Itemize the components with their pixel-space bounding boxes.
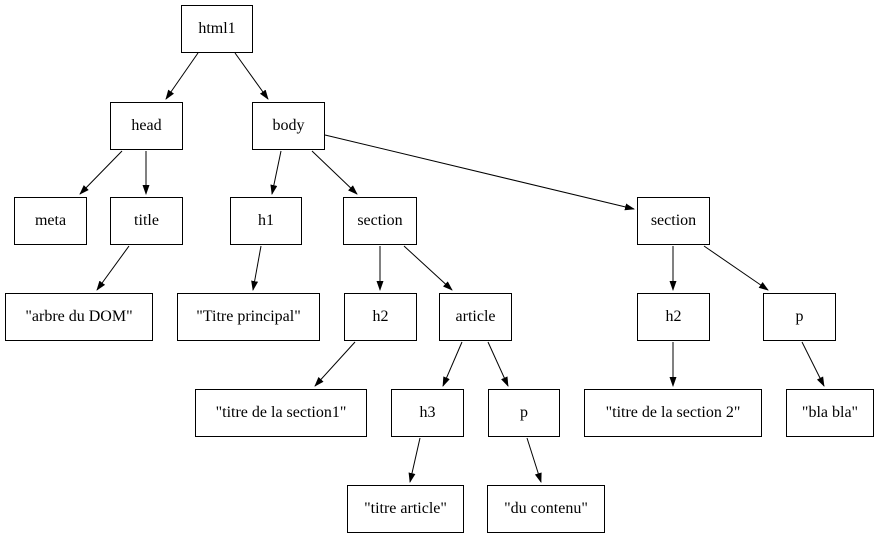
node-titre-article: "titre article": [347, 485, 464, 533]
node-meta: meta: [14, 197, 87, 245]
node-section-left-label: section: [357, 212, 403, 229]
edge-p-du-contenu: [526, 437, 542, 483]
node-h3-label: h3: [419, 404, 436, 421]
node-arbre-du-dom: "arbre du DOM": [5, 293, 153, 341]
edge-title-arbre-du-dom: [96, 245, 130, 291]
node-arbre-du-dom-label: "arbre du DOM": [25, 308, 133, 325]
edge-section-left-article: [403, 245, 453, 291]
edge-h3-titre-article: [408, 437, 421, 483]
node-head-label: head: [131, 117, 162, 134]
node-article: article: [439, 293, 512, 341]
edge-html1-body: [234, 52, 269, 100]
node-head: head: [110, 102, 183, 150]
node-title: title: [110, 197, 183, 245]
node-section-right-label: section: [650, 212, 697, 229]
node-section-left: section: [343, 197, 417, 245]
node-titre-section2: "titre de la section 2": [584, 389, 762, 437]
node-p-left-label: p: [520, 404, 528, 421]
edge-h2-titre-section1: [314, 341, 356, 387]
node-h2-right: h2: [637, 293, 710, 341]
node-h2-left-label: h2: [372, 308, 389, 325]
edge-head-meta: [79, 150, 123, 195]
node-h1: h1: [230, 197, 302, 245]
node-p-left: p: [488, 389, 560, 437]
node-bla-bla-label: "bla bla": [801, 404, 859, 421]
node-meta-label: meta: [34, 212, 67, 229]
edge-h1-titre-principal: [251, 245, 262, 291]
node-html1: html1: [181, 5, 253, 53]
node-h3: h3: [391, 389, 464, 437]
node-titre-principal: "Titre principal": [177, 293, 320, 341]
node-title-label: title: [134, 212, 159, 229]
node-titre-principal-label: "Titre principal": [196, 308, 301, 325]
node-du-contenu: "du contenu": [487, 485, 605, 533]
node-article-label: article: [455, 308, 496, 325]
node-titre-section1-label: "titre de la section1": [215, 404, 347, 421]
node-titre-article-label: "titre article": [364, 500, 447, 517]
node-h2-right-label: h2: [665, 308, 682, 325]
node-bla-bla: "bla bla": [786, 389, 874, 437]
node-section-right: section: [637, 197, 710, 245]
edge-article-h3: [442, 341, 463, 387]
node-titre-section1: "titre de la section1": [195, 389, 367, 437]
edge-article-p: [487, 341, 509, 387]
node-body-label: body: [272, 117, 305, 134]
node-h2-left: h2: [344, 293, 417, 341]
node-du-contenu-label: "du contenu": [504, 500, 588, 517]
node-titre-section2-label: "titre de la section 2": [605, 404, 741, 421]
edge-p-bla-bla: [801, 341, 825, 387]
edge-body-h1: [270, 150, 282, 195]
node-p-right: p: [763, 293, 836, 341]
edge-section-right-p: [703, 245, 769, 291]
node-html1-label: html1: [198, 20, 236, 37]
node-p-right-label: p: [795, 308, 804, 325]
edge-html1-head: [165, 52, 199, 100]
node-h1-label: h1: [258, 212, 274, 229]
edge-body-section-right: [324, 134, 635, 211]
edge-body-section-left: [311, 150, 358, 195]
node-body: body: [252, 102, 325, 150]
